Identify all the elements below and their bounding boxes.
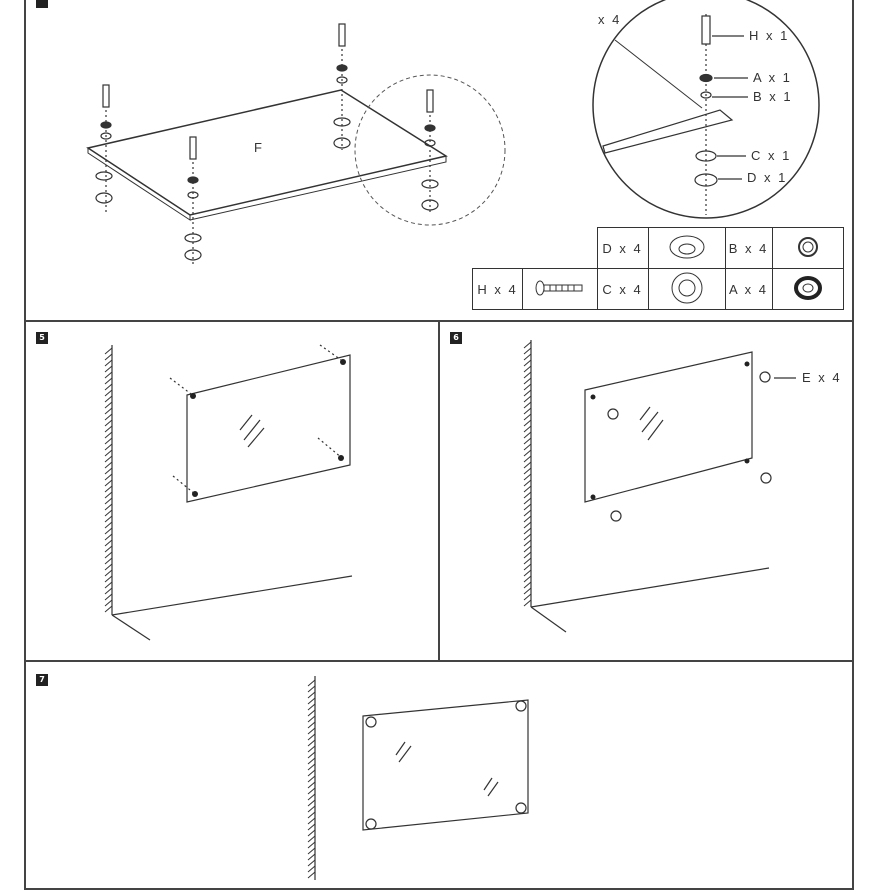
- washer-icon: [647, 268, 726, 310]
- screw-icon: [522, 268, 598, 310]
- step-6-badge: 6: [450, 332, 462, 344]
- part-label-b: B x 4: [724, 227, 773, 269]
- part-label-h: H x 4: [472, 268, 523, 310]
- callout-h: H x 1: [749, 28, 790, 43]
- callout-e: E x 4: [802, 370, 842, 385]
- part-label-a: A x 4: [724, 268, 773, 310]
- step-5-badge: 5: [36, 332, 48, 344]
- callout-b: B x 1: [753, 89, 793, 104]
- callout-d: D x 1: [747, 170, 788, 185]
- shelf-part-label: F: [254, 140, 262, 155]
- step-badge: [36, 0, 48, 8]
- part-label-d: D x 4: [596, 227, 649, 269]
- small-ring-icon: [771, 227, 844, 269]
- part-label-c: C x 4: [596, 268, 649, 310]
- callout-a: A x 1: [753, 70, 792, 85]
- step-7-badge: 7: [36, 674, 48, 686]
- dark-ring-icon: [771, 268, 844, 310]
- parts-table: D x 4 B x 4 H x 4 C x 4 A x 4: [472, 227, 844, 310]
- callout-c: C x 1: [751, 148, 792, 163]
- detail-multiplier: x 4: [598, 12, 622, 27]
